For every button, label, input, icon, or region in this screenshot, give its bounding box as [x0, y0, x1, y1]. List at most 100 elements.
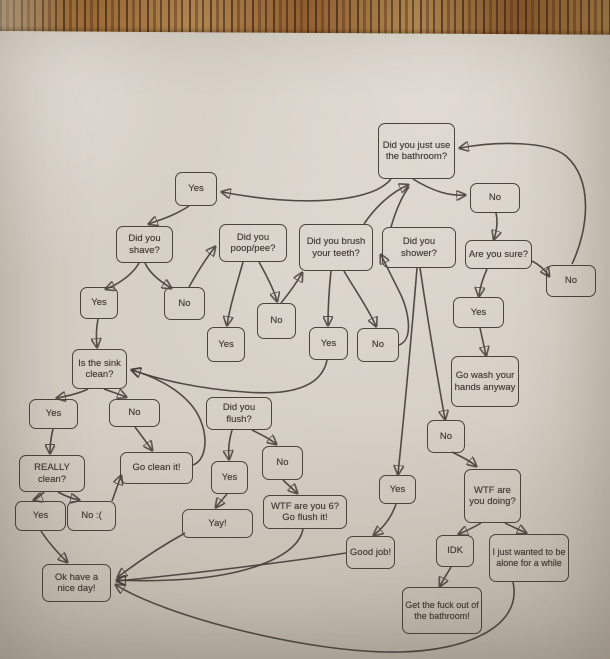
node-no-sink-label: No: [128, 407, 141, 419]
edge-yes_sink-really: [50, 428, 53, 453]
edge-really-yes_really: [34, 491, 45, 500]
edge-sink-yes_sink: [57, 388, 89, 398]
edge-no_shave-poop: [188, 247, 215, 288]
node-did-you-flush-label: Did you flush?: [222, 402, 256, 425]
edge-brush-yes_brush: [328, 270, 331, 325]
node-idk: IDK: [436, 535, 474, 567]
edge-wtf_doing-idk: [459, 522, 482, 534]
node-yes-brush: Yes: [309, 327, 348, 360]
edge-wtf6-ok_day: [117, 528, 304, 581]
edge-sure-yes_sure: [479, 268, 488, 296]
node-no-shower: No: [427, 420, 465, 453]
node-no-poop-label: No: [270, 315, 283, 327]
node-did-you-brush-your-teeth-label: Did you brush your teeth?: [306, 236, 366, 259]
node-yes-sure-label: Yes: [470, 306, 487, 318]
node-yes-flush: Yes: [211, 461, 248, 494]
node-really-clean: REALLY clean?: [19, 455, 85, 492]
edge-no_flush-wtf6: [282, 479, 297, 493]
edge-brush-start: [363, 185, 408, 225]
node-yes-brush-label: Yes: [320, 337, 337, 349]
node-yes-shave-label: Yes: [91, 297, 107, 309]
node-yes-poop: Yes: [207, 327, 245, 362]
node-is-the-sink-clean-label: Is the sink clean?: [78, 357, 121, 380]
edge-sure-no_sure: [531, 260, 549, 276]
node-go-wash-your-hands-anyway: Go wash your hands anyway: [451, 356, 519, 407]
edge-yes_top-shave: [149, 205, 190, 224]
node-no-poop: No: [257, 303, 296, 339]
node-good-job: Good job!: [346, 536, 395, 569]
node-wtf-are-you-6-go-flush-it-label: WTF are you 6? Go flush it!: [270, 500, 340, 523]
node-yes-sink: Yes: [29, 399, 78, 429]
node-yay: Yay!: [182, 509, 253, 538]
node-no-sad: No :(: [67, 501, 116, 531]
edge-yes_flush-yay: [216, 493, 228, 507]
edge-yes_shower-good_job: [374, 503, 397, 535]
node-yes-sure: Yes: [453, 297, 504, 328]
node-yes-really-label: Yes: [32, 510, 49, 522]
edge-sink-no_sink: [103, 388, 126, 397]
node-go-clean-it: Go clean it!: [120, 452, 193, 484]
node-did-you-flush: Did you flush?: [206, 397, 272, 430]
node-yes-really: Yes: [15, 501, 66, 531]
node-no-top: No: [470, 183, 520, 213]
edge-no_top-sure: [494, 212, 497, 239]
edge-no_poop-brush: [280, 273, 302, 304]
node-get-the-fuck-out-of-the-bathroom: Get the fuck out of the bathroom!: [402, 587, 482, 634]
edge-no_sure-start: [460, 143, 587, 265]
edge-start-no_top: [412, 178, 465, 195]
node-no-flush: No: [262, 446, 303, 480]
edge-shower-yes_shower: [398, 267, 418, 474]
node-no-brush-label: No: [371, 339, 385, 351]
edge-yes_sure-wash: [480, 327, 486, 355]
node-get-the-fuck-out-of-the-bathroom-label: Get the fuck out of the bathroom!: [405, 599, 479, 621]
node-start: Did you just use the bathroom?: [378, 123, 455, 179]
node-really-clean-label: REALLY clean?: [34, 462, 70, 485]
node-did-you-shower: Did you shower?: [382, 227, 456, 268]
node-idk-label: IDK: [447, 545, 463, 557]
node-i-just-wanted-to-be-alone-label: I just wanted to be alone for a while: [492, 547, 566, 568]
edge-yes_shave-sink: [96, 318, 98, 347]
node-no-shower-label: No: [439, 430, 453, 442]
edge-clean_it-sink: [132, 370, 206, 466]
edge-shower-start: [390, 186, 410, 228]
node-yes-poop-label: Yes: [218, 338, 234, 350]
node-no-shave: No: [164, 287, 205, 320]
node-no-sure-label: No: [564, 275, 578, 287]
edge-flush-no_flush: [251, 429, 276, 444]
edge-yes_really-ok_day: [40, 530, 67, 562]
node-ok-have-a-nice-day-label: Ok have a nice day!: [54, 571, 99, 594]
node-wtf-are-you-6-go-flush-it: WTF are you 6? Go flush it!: [263, 495, 347, 529]
node-yes-sink-label: Yes: [45, 408, 62, 420]
node-i-just-wanted-to-be-alone: I just wanted to be alone for a while: [489, 534, 569, 582]
edge-flush-yes_flush: [229, 429, 232, 459]
node-no-sure: No: [546, 265, 596, 297]
node-wtf-are-you-doing: WTF are you doing?: [464, 469, 521, 523]
node-did-you-poop-pee-label: Did you poop/pee?: [230, 231, 276, 254]
node-good-job-label: Good job!: [349, 546, 392, 558]
edge-good_job-ok_day: [117, 552, 347, 581]
edge-shower-no_shower: [419, 267, 445, 419]
node-start-label: Did you just use the bathroom?: [382, 139, 451, 162]
node-yes-shower-label: Yes: [389, 483, 406, 495]
node-no-sink: No: [109, 399, 160, 427]
node-go-wash-your-hands-anyway-label: Go wash your hands anyway: [454, 370, 516, 393]
edge-no_shower-wtf_doing: [451, 451, 476, 466]
edge-poop-no_poop: [258, 261, 277, 301]
edge-idk-gtfo: [440, 566, 452, 586]
node-no-sad-label: No :(: [81, 510, 102, 522]
node-no-shave-label: No: [178, 297, 191, 309]
node-did-you-brush-your-teeth: Did you brush your teeth?: [299, 224, 373, 271]
node-are-you-sure-label: Are you sure?: [468, 248, 529, 260]
node-yes-shave: Yes: [80, 287, 118, 319]
node-did-you-shower-label: Did you shower?: [401, 236, 437, 259]
node-yes-top: Yes: [175, 172, 217, 206]
node-ok-have-a-nice-day: Ok have a nice day!: [42, 564, 111, 602]
node-yay-label: Yay!: [208, 517, 227, 529]
node-did-you-shave-label: Did you shave?: [128, 233, 161, 256]
edge-shave-yes_shave: [106, 262, 140, 289]
node-did-you-poop-pee: Did you poop/pee?: [219, 224, 287, 262]
node-yes-top-label: Yes: [188, 183, 204, 195]
node-go-clean-it-label: Go clean it!: [132, 462, 181, 474]
